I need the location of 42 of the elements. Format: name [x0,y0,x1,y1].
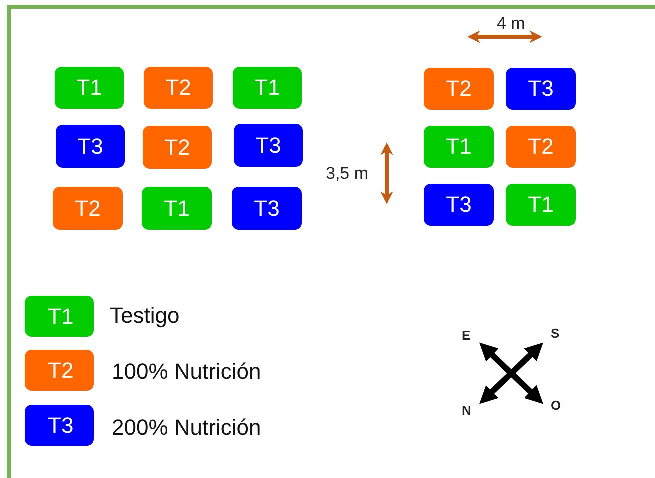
treatment-code: T3 [528,78,554,100]
plot-box [143,126,212,169]
treatment-code: T1 [76,77,102,99]
dimension-label: 3,5 m [326,165,369,182]
plot-box [56,125,125,168]
plot-box [506,184,576,226]
treatment-code: T3 [48,415,74,437]
legend-label: Testigo [110,305,180,327]
compass-letter: E [462,329,471,342]
treatment-code: T2 [48,360,74,382]
treatment-code: T3 [446,194,472,216]
compass-letter: N [462,404,472,417]
plot-box [144,67,213,109]
treatment-code: T2 [166,77,192,99]
treatment-code: T2 [528,136,554,158]
plot-box [234,124,303,167]
treatment-code: T3 [254,198,280,220]
legend-label: 200% Nutrición [112,417,262,439]
treatment-code: T3 [256,134,282,156]
plot-box [424,68,494,110]
treatment-code: T2 [75,198,101,220]
treatment-code: T2 [164,136,190,158]
plot-box [142,187,212,230]
treatment-code: T3 [78,136,104,158]
compass-letter: S [551,327,560,340]
treatment-code: T1 [164,198,190,220]
plot-box [506,126,576,168]
plot-box [506,68,576,110]
treatment-code: T1 [446,136,472,158]
plot-box [424,126,494,168]
treatment-code: T1 [528,194,554,216]
treatment-code: T2 [446,78,472,100]
treatment-code: T1 [254,77,280,99]
plot-box [233,67,302,109]
plot-box [424,184,494,226]
legend-label: 100% Nutrición [112,361,262,383]
treatment-code: T1 [48,306,74,328]
plot-box [55,67,124,109]
plot-box [53,187,123,230]
dimension-label: 4 m [497,15,526,32]
plot-box [232,187,302,230]
compass-letter: O [551,399,562,412]
